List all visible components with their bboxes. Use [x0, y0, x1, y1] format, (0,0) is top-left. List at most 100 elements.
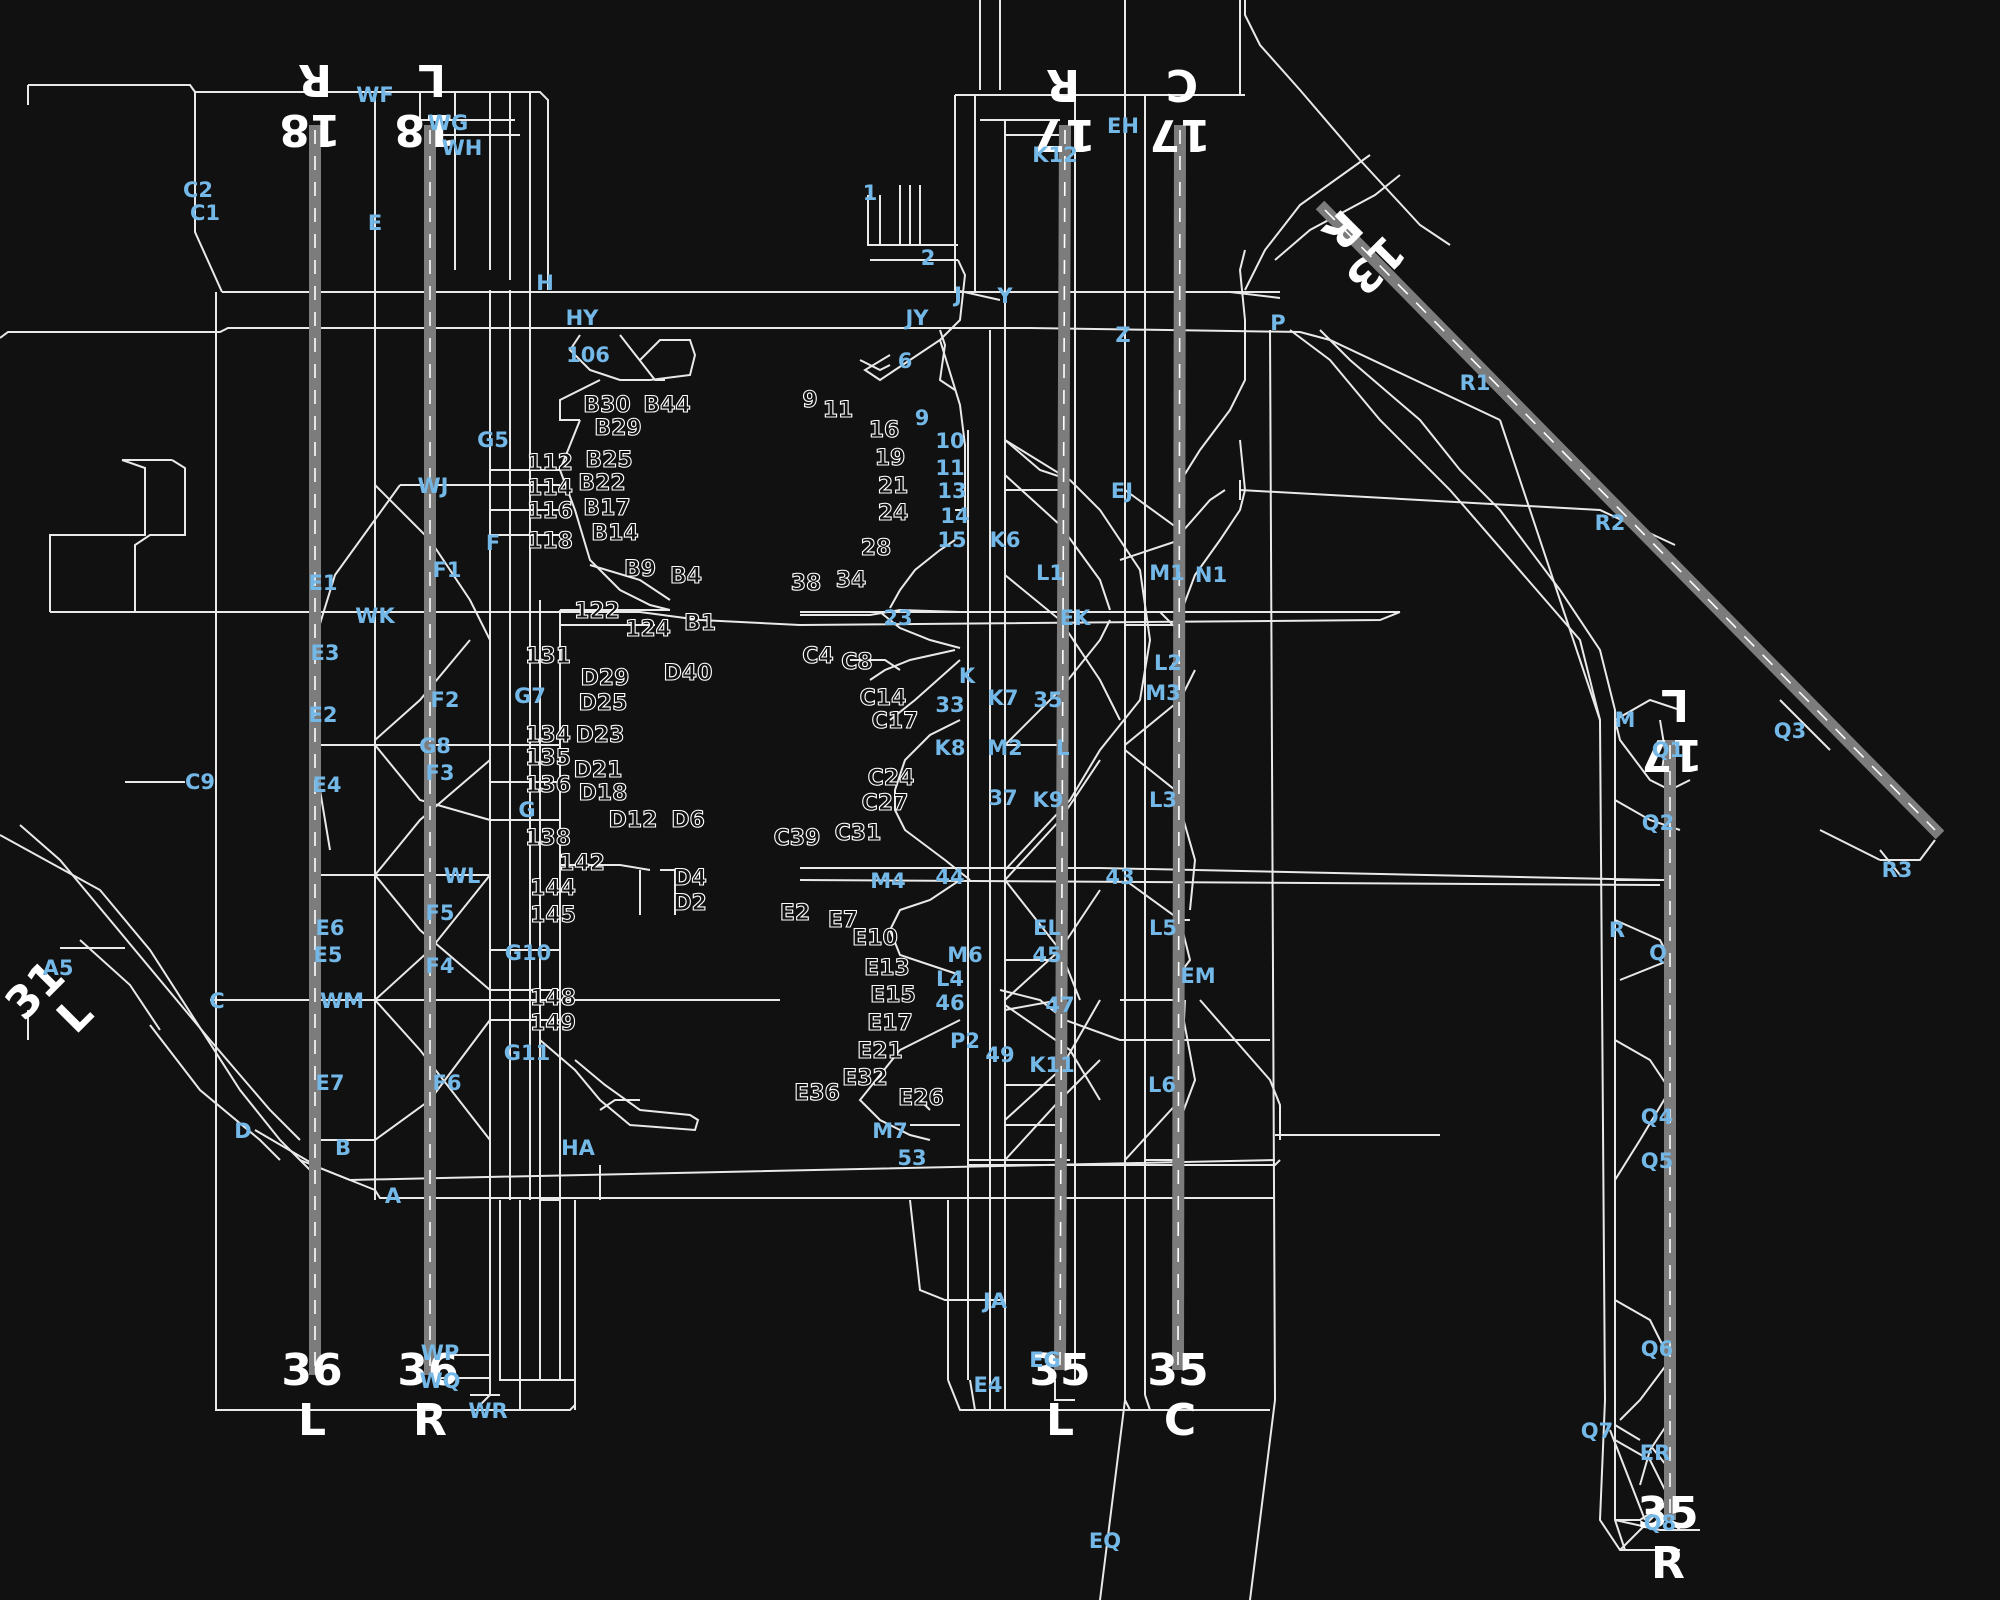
- taxiway-label: L5: [1149, 916, 1177, 940]
- gate-label: C24: [868, 766, 915, 791]
- taxiway-label: L3: [1149, 788, 1177, 812]
- gate-label: B22: [578, 471, 625, 496]
- taxiway-label: G10: [505, 941, 551, 965]
- runway-label: C: [1166, 59, 1198, 110]
- runway-label: L: [418, 54, 446, 105]
- taxiway-label: WR: [468, 1399, 507, 1423]
- gate-label: 34: [836, 568, 867, 593]
- gate-label: D4: [673, 866, 707, 891]
- taxiway-label: K7: [988, 686, 1019, 710]
- taxiway-label: L: [1056, 736, 1069, 760]
- taxiway-label: WK: [355, 604, 395, 628]
- taxiway-label: F6: [433, 1071, 462, 1095]
- taxiway-label: L4: [936, 967, 964, 991]
- gate-label: B4: [670, 564, 702, 589]
- gate-label: E17: [867, 1011, 913, 1036]
- gate-label: 11: [823, 398, 854, 423]
- runway-label: 35: [1029, 1345, 1090, 1396]
- taxiway-label: C2: [183, 178, 213, 202]
- taxiway-label: F3: [426, 761, 455, 785]
- taxiway-label: A: [385, 1184, 402, 1208]
- gate-label: B44: [643, 393, 690, 418]
- taxiway-label: WQ: [419, 1369, 460, 1393]
- gate-label: B25: [585, 448, 632, 473]
- taxiway-label: L6: [1148, 1073, 1176, 1097]
- taxiway-label: 9: [915, 406, 930, 430]
- taxiway-label: E4: [974, 1373, 1003, 1397]
- taxiway-label: 11: [935, 456, 964, 480]
- gate-label: D40: [664, 661, 713, 686]
- taxiway-label: E4: [313, 773, 342, 797]
- runway-label: 35: [1637, 1488, 1698, 1539]
- taxiway-label: Y: [996, 284, 1013, 308]
- taxiway-label: WP: [421, 1341, 460, 1365]
- gate-label: E15: [870, 983, 916, 1008]
- gate-label: 112: [527, 451, 573, 476]
- gate-label: 136: [525, 773, 571, 798]
- taxiway-label: F4: [426, 954, 455, 978]
- taxiway-label: EH: [1107, 114, 1139, 138]
- gate-label: D21: [574, 758, 623, 783]
- runway-label: 17: [1149, 109, 1210, 160]
- taxiway-label: 15: [937, 528, 966, 552]
- taxiway-label: P: [1270, 311, 1285, 335]
- taxiway-label: F5: [426, 901, 455, 925]
- runway-label: R: [413, 1395, 447, 1446]
- gate-label: 138: [525, 826, 571, 851]
- taxiway-label: Q8: [1644, 1511, 1676, 1535]
- gate-label: C17: [872, 709, 919, 734]
- runway-label: L: [1046, 1395, 1074, 1446]
- taxiway-label: A5: [43, 956, 74, 980]
- taxiway-label: E2: [309, 703, 338, 727]
- gate-label: B29: [594, 416, 641, 441]
- taxiway-labels: WF WG WH C2 C1 E H HY 106 G5 WJ F F1 E1 …: [43, 83, 1913, 1553]
- taxiway-label: JA: [981, 1289, 1008, 1313]
- gate-label: E10: [852, 926, 898, 951]
- taxiway-label: F1: [433, 558, 462, 582]
- taxiway-label: H: [536, 271, 554, 295]
- taxiway-label: M2: [987, 736, 1023, 760]
- taxiway-label: Z: [1115, 323, 1130, 347]
- runway-label: R: [1651, 1538, 1685, 1589]
- gate-label: D2: [673, 891, 707, 916]
- taxiway-label: L2: [1154, 651, 1182, 675]
- taxiway-label: WF: [356, 83, 394, 107]
- taxiway-label: Q1: [1652, 738, 1684, 762]
- gate-label: 114: [527, 476, 573, 501]
- taxiway-label: L1: [1036, 561, 1064, 585]
- runway-label: L: [298, 1395, 326, 1446]
- taxiway-label: M6: [947, 943, 983, 967]
- gate-labels: B30 B44 B29 B25 B22 B17 B14 B9 B4 B1 112…: [524, 387, 944, 1111]
- gate-label: C4: [802, 644, 833, 669]
- gate-label: 134: [525, 723, 571, 748]
- gate-label: 135: [525, 746, 571, 771]
- taxiway-label: EM: [1180, 964, 1215, 988]
- taxiway-label: C9: [185, 770, 215, 794]
- gate-label: E7: [828, 908, 858, 933]
- taxiway-label: E6: [316, 916, 345, 940]
- taxiway-label: 13: [937, 479, 966, 503]
- taxiway-label: 37: [988, 786, 1017, 810]
- gate-label: B9: [624, 557, 656, 582]
- gate-label: C8: [841, 650, 872, 675]
- taxiway-label: 44: [935, 865, 964, 889]
- gate-label: 24: [878, 501, 909, 526]
- gate-label: E13: [864, 956, 910, 981]
- taxiway-label: F2: [431, 688, 460, 712]
- taxiway-label: EG: [1029, 1348, 1061, 1372]
- taxiway-label: G5: [477, 428, 509, 452]
- gate-label: 131: [525, 644, 571, 669]
- gate-label: B14: [591, 521, 638, 546]
- taxiway-label: WJ: [418, 474, 449, 498]
- taxiway-label: Q3: [1774, 719, 1806, 743]
- gate-label: 142: [559, 851, 605, 876]
- taxiway-label: WM: [320, 989, 364, 1013]
- gate-label: 118: [527, 529, 573, 554]
- gate-label: D12: [609, 808, 658, 833]
- runway-label: L: [1661, 679, 1689, 730]
- taxiway-label: 1: [863, 181, 878, 205]
- taxiway-label: JY: [903, 306, 929, 330]
- taxiway-label: ER: [1640, 1441, 1671, 1465]
- taxiway-label: HY: [566, 306, 600, 330]
- taxiway-label: F: [486, 531, 500, 555]
